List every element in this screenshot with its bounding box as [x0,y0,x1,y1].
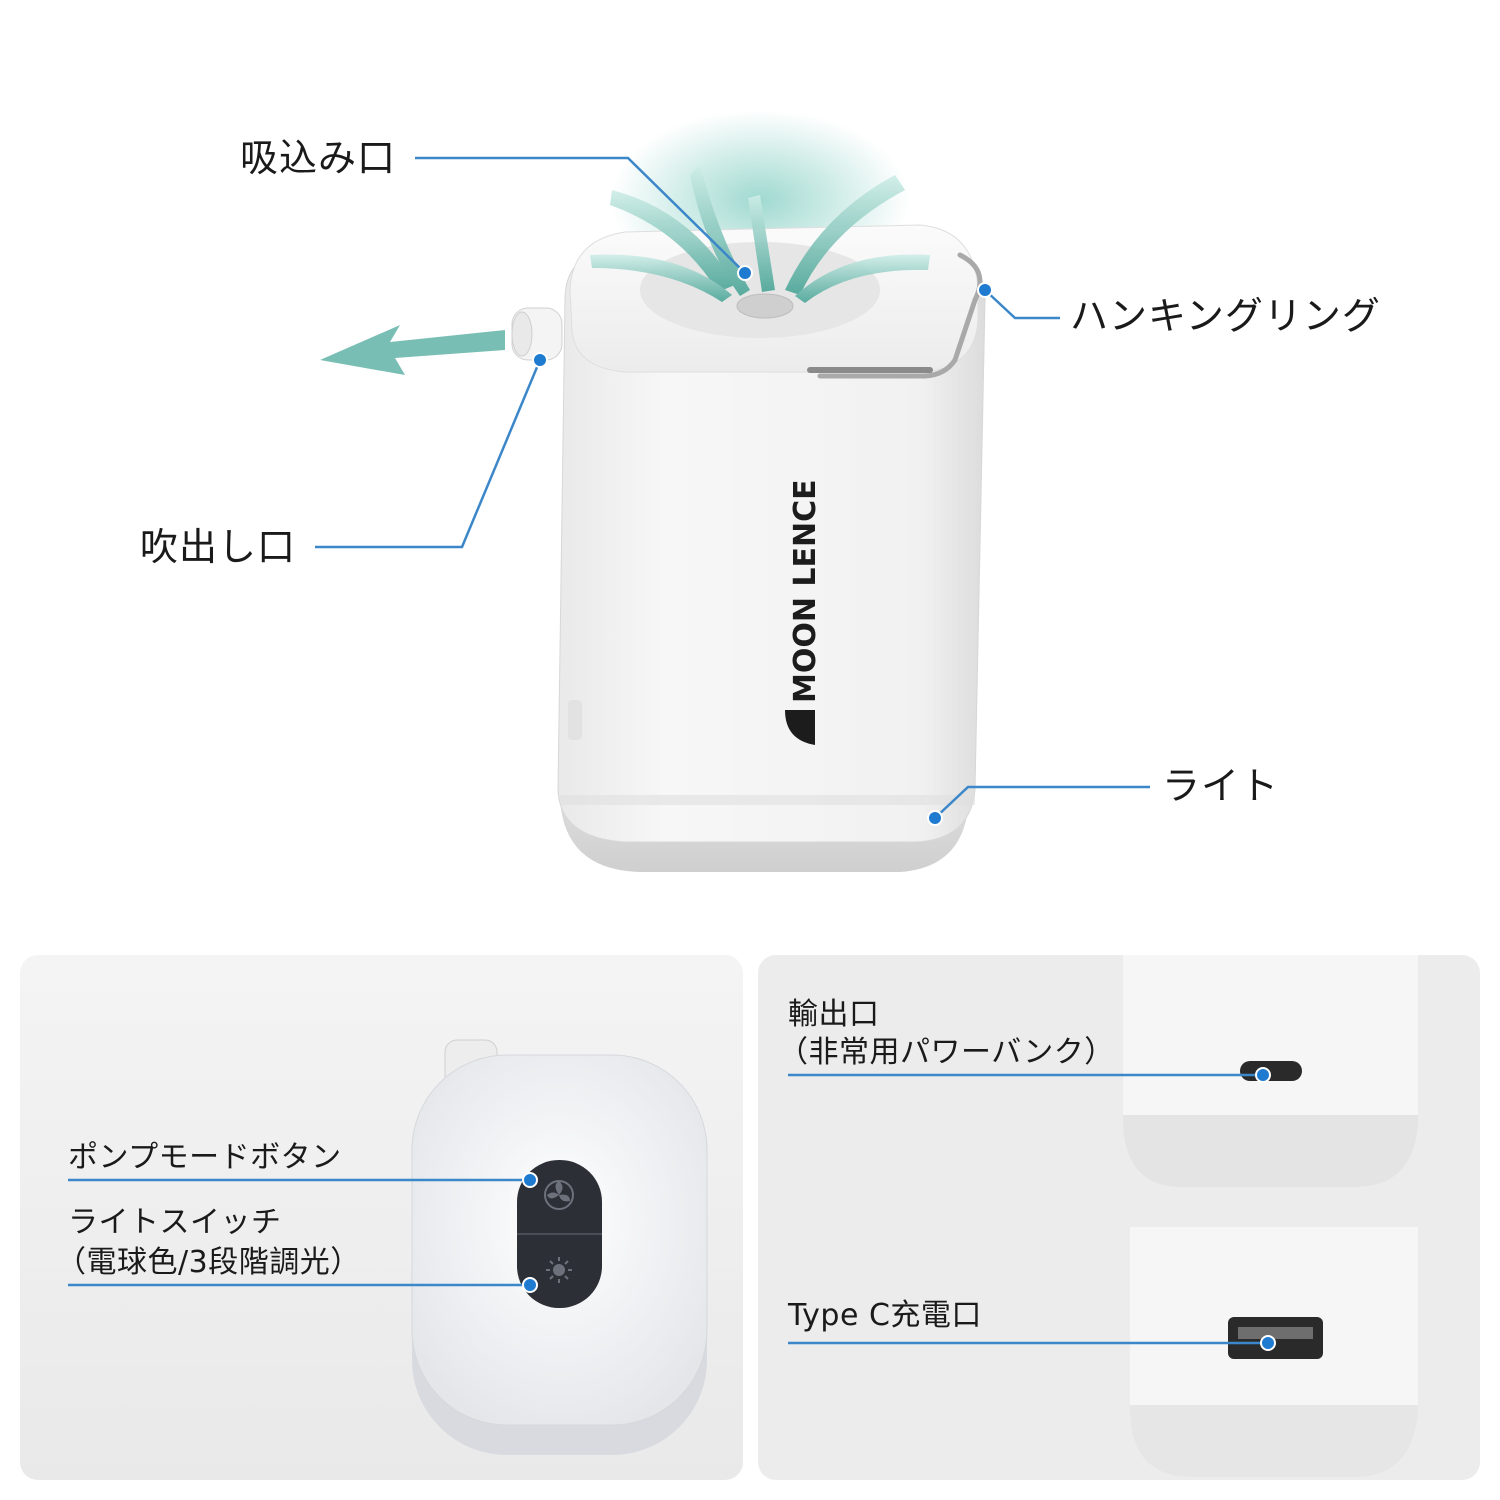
hanging-ring [817,252,983,379]
top-illustration: MOON LENCE [315,110,1150,872]
dot-hanging-ring [977,282,993,298]
intake-hole [736,293,794,319]
side-port [568,700,582,740]
label-pump-mode-button: ポンプモードボタン [68,1140,342,1175]
leader-dots [532,265,993,826]
label-output-port-line2: （非常用パワーバンク） [778,1035,1115,1070]
dot-intake [737,265,753,281]
label-hanging-ring: ハンキングリング [1070,294,1381,338]
label-light: ライト [1162,764,1280,808]
light-strip [560,795,975,805]
pump-device: MOON LENCE [511,224,986,872]
outlet-nozzle-tip [511,311,533,357]
panel-right-leaders [788,1073,1268,1345]
fan-icon [544,1180,574,1210]
dot-pump-mode [522,1172,538,1188]
leader-outlet [315,359,542,549]
panel-left-leaders [68,1178,530,1287]
dot-output-port [1255,1067,1271,1083]
dot-outlet [532,352,548,368]
dot-light [927,810,943,826]
type-c-port [1240,1061,1302,1081]
leader-intake [415,156,746,274]
label-light-switch-line2: （電球色/3段階調光） [56,1245,361,1280]
top-view-illustration [68,1039,708,1455]
svg-text:MOON LENCE: MOON LENCE [788,479,823,703]
brand-logo: MOON LENCE [785,479,823,745]
label-charge-port: Type C充電口 [788,1298,982,1333]
sun-icon [546,1257,572,1283]
label-output-port-line1: 輸出口 [788,997,880,1032]
label-intake: 吸込み口 [240,136,397,180]
leader-lines [315,156,1150,819]
dot-charge-port [1260,1335,1276,1351]
ports-illustration [788,955,1418,1477]
label-light-switch-line1: ライトスイッチ [68,1205,282,1240]
panel-ports: 輸出口 （非常用パワーバンク） Type C充電口 [758,955,1480,1480]
panel-top-view: ポンプモードボタン ライトスイッチ （電球色/3段階調光） [20,955,743,1480]
label-outlet: 吹出し口 [140,525,297,569]
dot-light-switch [522,1277,538,1293]
leader-hanging-ring [984,289,1060,320]
outlet-arrow [320,325,505,375]
leader-light [934,785,1150,819]
